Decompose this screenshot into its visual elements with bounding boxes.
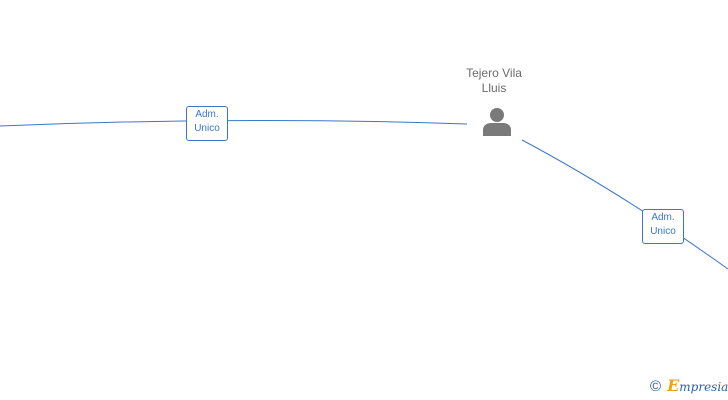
person-icon[interactable] <box>481 106 513 138</box>
relation-label-left[interactable]: Adm. Unico <box>186 106 228 141</box>
empresia-logo: Empresia <box>667 378 728 396</box>
relation-label-right[interactable]: Adm. Unico <box>642 209 684 244</box>
relation-role-line2: Unico <box>650 226 676 237</box>
person-name-line1: Tejero Vila <box>466 66 522 80</box>
brand-initial: E <box>667 376 680 395</box>
copyright-icon: © <box>650 378 662 395</box>
person-name-line2: Lluis <box>481 81 507 95</box>
edge-right-company <box>521 139 728 270</box>
person-node-name[interactable]: Tejero Vila Lluis <box>444 66 544 96</box>
relation-role-line1: Adm. <box>195 109 219 120</box>
relation-role-line1: Adm. <box>651 212 675 223</box>
relation-role-line2: Unico <box>194 123 220 134</box>
edge-left-company <box>0 119 468 127</box>
brand-rest: mpresia <box>679 380 728 394</box>
empresia-watermark: © Empresia <box>650 378 728 396</box>
